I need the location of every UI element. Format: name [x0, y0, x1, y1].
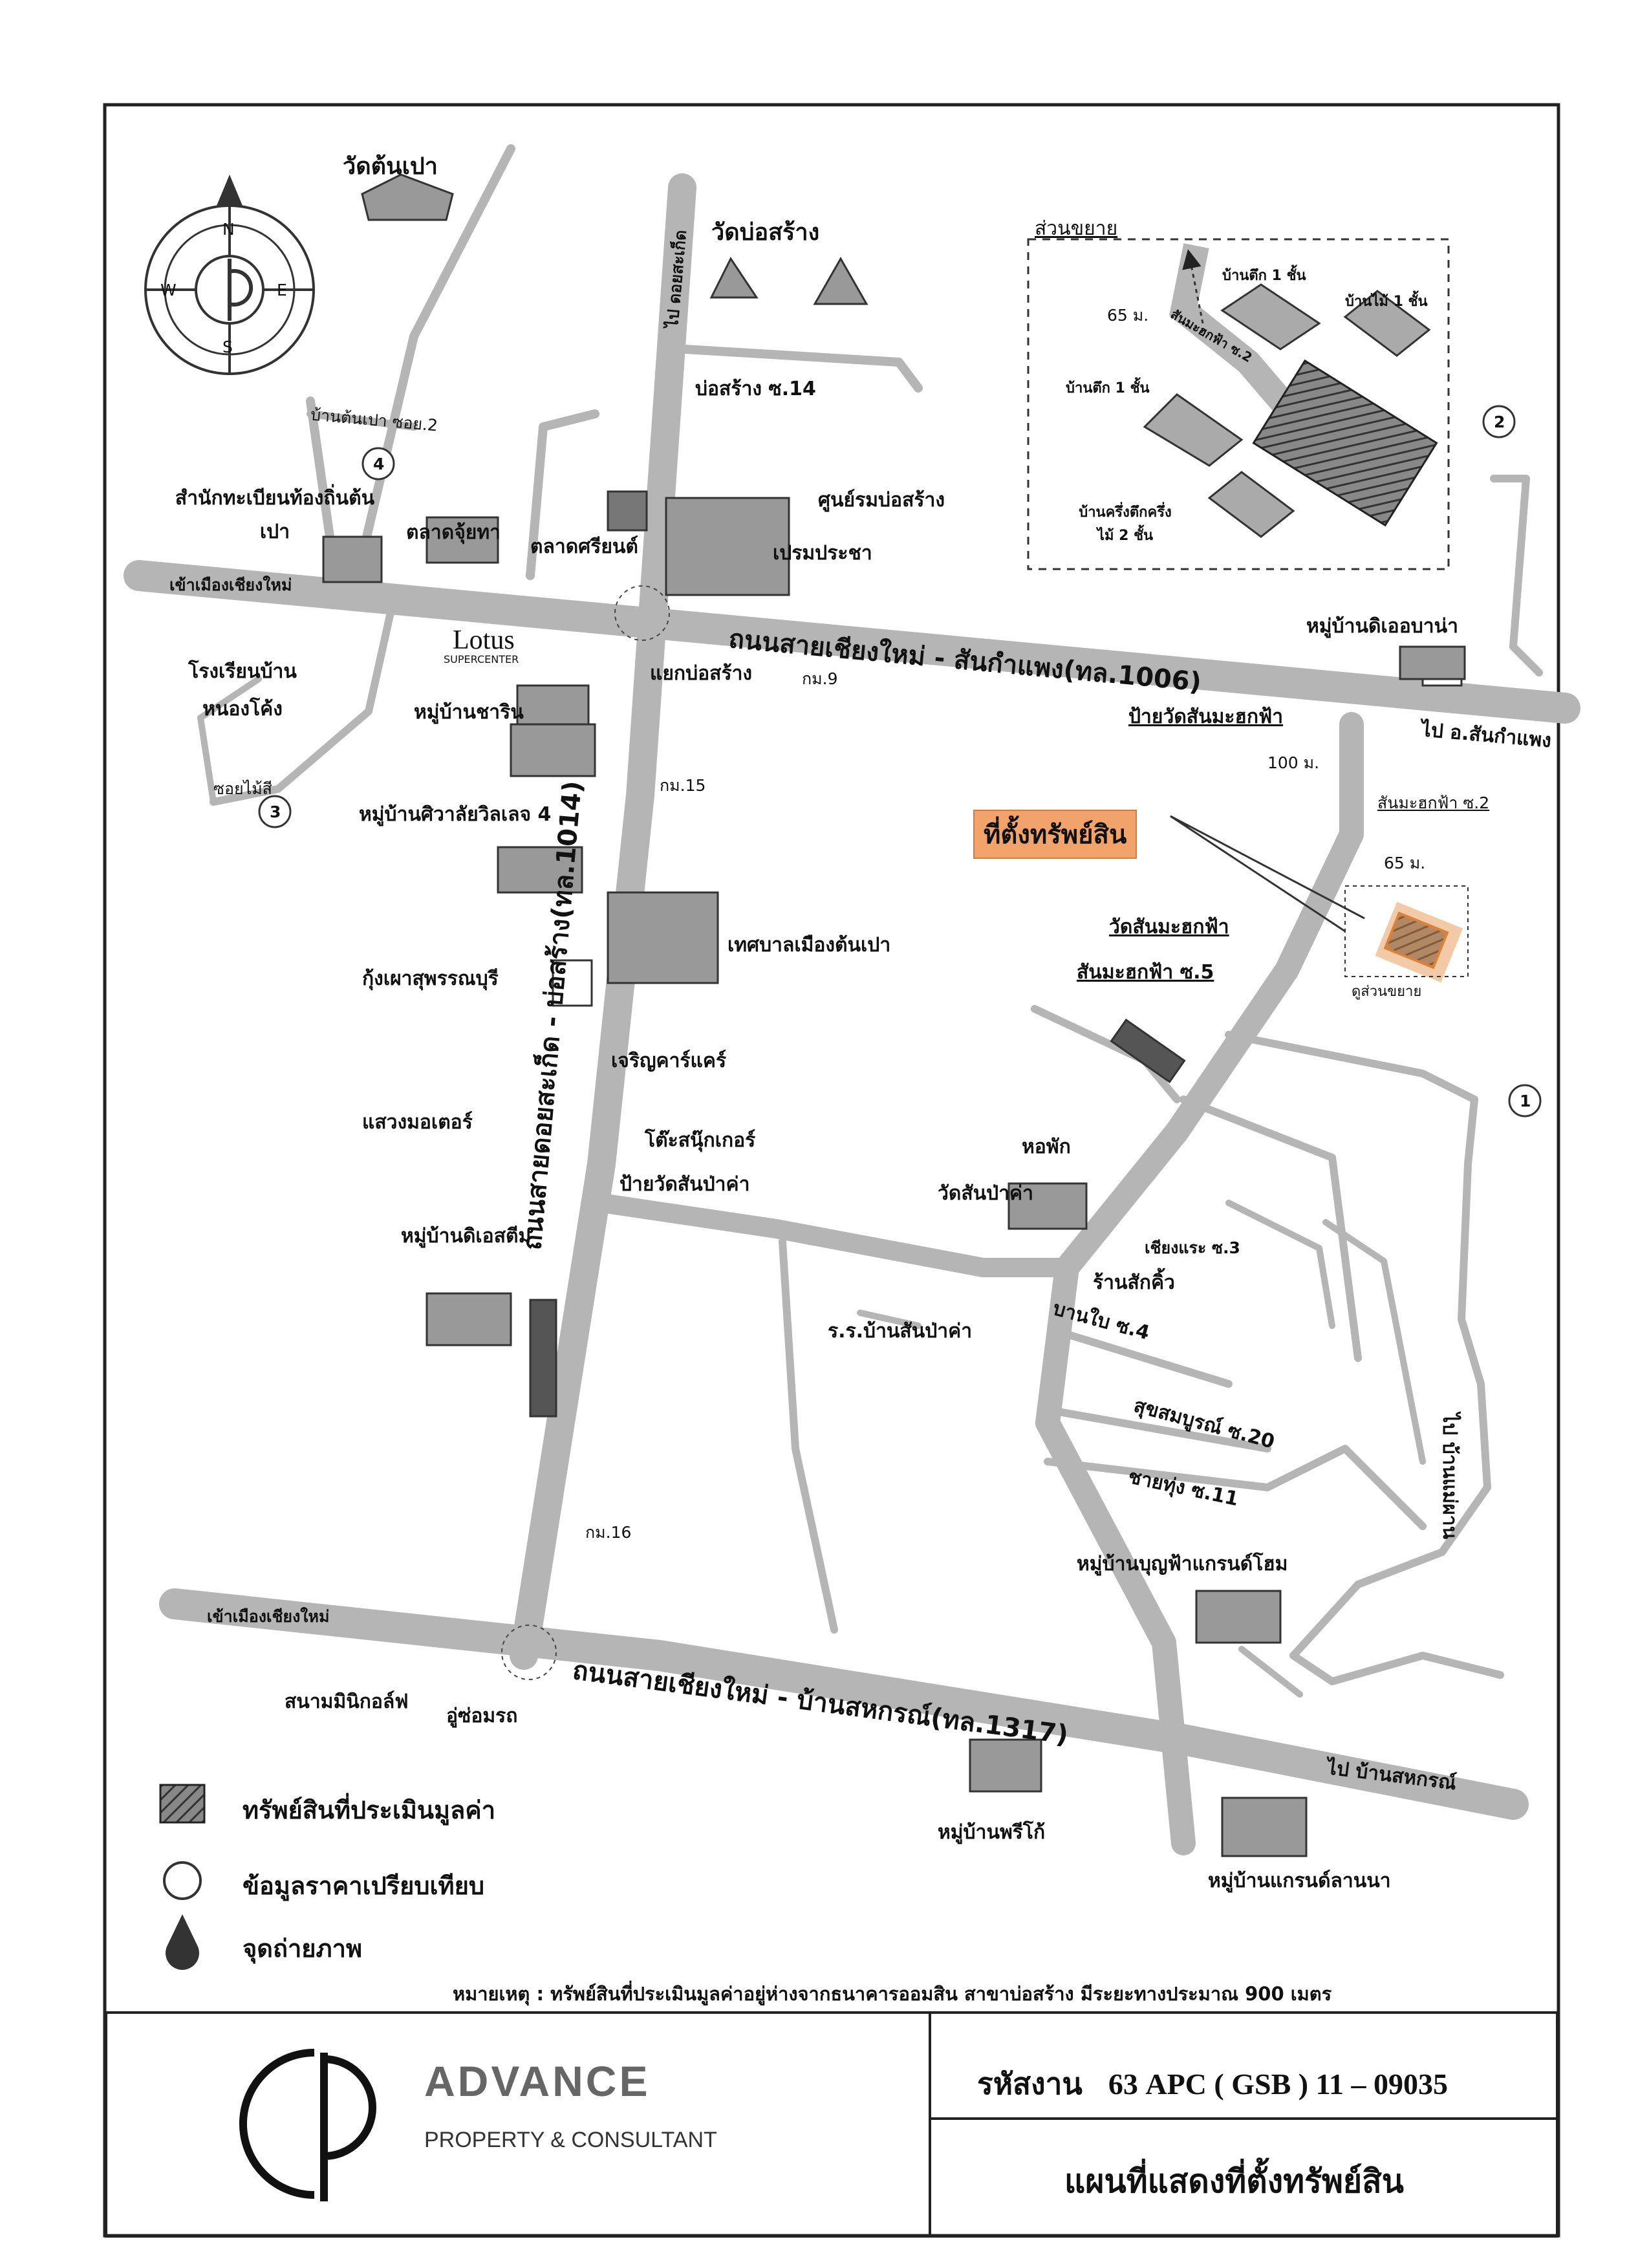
- label-inset-title: ส่วนขยาย: [1035, 217, 1118, 240]
- label-house-brick-1: บ้านตึก 1 ชั้น: [1222, 268, 1306, 284]
- road-san-pa-kha: [592, 1193, 1077, 1277]
- label-charoen-car: เจริญคาร์แคร์: [611, 1050, 727, 1072]
- compass-icon: [144, 175, 315, 375]
- label-km15: กม.15: [660, 776, 706, 795]
- brand-subtitle: PROPERTY & CONSULTANT: [424, 2128, 717, 2152]
- label-wat-ton-pao: วัดต้นเปา: [343, 153, 438, 180]
- road-1006: [124, 560, 1580, 724]
- legend-property-icon: [159, 1784, 206, 1824]
- title-block: ADVANCE PROPERTY & CONSULTANT รหัสงาน 63 …: [105, 2011, 1558, 2238]
- label-wat-san-mahakfa: วัดสันมะฮกฟ้า: [1109, 916, 1229, 938]
- label-school-nong-kong: โรงเรียนบ้านหนองโค้ง: [188, 660, 297, 720]
- label-km16: กม.16: [585, 1523, 632, 1542]
- intersection-1317: [501, 1625, 557, 1680]
- marker-4-label: 4: [373, 455, 385, 473]
- label-ban-grand-lanna: หมู่บ้านแกรนด์ลานนา: [1208, 1870, 1391, 1892]
- inset-site-parcel: [1252, 359, 1438, 527]
- label-wat-san-pa-kha: วัดสันป่าค่า: [938, 1182, 1033, 1205]
- label-dist-65: 65 ม.: [1384, 854, 1426, 872]
- footnote: หมายเหตุ : ทรัพย์สินที่ประเมินมูลค่าอยู่…: [453, 1983, 1332, 2005]
- marker-3-label: 3: [270, 803, 281, 821]
- label-dist-100: 100 ม.: [1267, 753, 1320, 772]
- marker-2-label: 2: [1494, 413, 1505, 431]
- label-lotus: Lotus: [453, 625, 515, 655]
- label-sawang-motor: แสวงมอเตอร์: [362, 1111, 473, 1134]
- legend-comparable-label: ข้อมูลราคาเปรียบเทียบ: [242, 1872, 484, 1900]
- label-ban-charin: หมู่บ้านชาริน: [414, 701, 524, 724]
- road-1317: [159, 1588, 1529, 1820]
- label-house-wood-1: บ้านไม้ 1 ชั้น: [1345, 294, 1428, 310]
- title-block-divider-h: [931, 2117, 1556, 2120]
- label-bus-stop-mahakfa: ป้ายวัดสันมะฮกฟ้า: [1128, 706, 1284, 728]
- label-lotus-sub: SUPERCENTER: [444, 653, 519, 665]
- label-ban-dc-steam: หมู่บ้านดิเอสตีม: [401, 1225, 532, 1247]
- legend-photo-point-icon: [166, 1914, 199, 1970]
- label-bus-stop-san-pa-kha: ป้ายวัดสันป่าค่า: [620, 1173, 750, 1196]
- site-location-tag: ที่ตั้งทรัพย์สิน: [973, 810, 1137, 859]
- label-san-mahakfa-soi2: สันมะฮกฟ้า ซ.2: [1377, 794, 1490, 812]
- legend-comparable-icon: [163, 1861, 202, 1900]
- label-ban-pree-ko: หมู่บ้านพรีโก้: [938, 1821, 1046, 1844]
- label-kung-pao: กุ้งเผาสุพรรณบุรี: [362, 967, 499, 990]
- label-talat-jukhta: ตลาดจุ้ยทา: [406, 521, 501, 544]
- label-house-brick-1b: บ้านตึก 1 ชั้น: [1066, 380, 1150, 396]
- compass-n: N: [222, 220, 235, 239]
- marker-1-label: 1: [1520, 1092, 1531, 1110]
- label-san-mahakfa-soi5: สันมะฮกฟ้า ซ.5: [1077, 961, 1214, 984]
- label-ban-siwalai: หมู่บ้านศิวาลัยวิลเลจ 4: [359, 803, 552, 826]
- label-soi-mai-si: ซอยไม้สี: [213, 779, 272, 798]
- label-chiang-rae: เชียงแระ ซ.3: [1145, 1238, 1240, 1257]
- label-bo-sang-soi14: บ่อสร้าง ซ.14: [695, 378, 816, 400]
- label-ban-dee-lanna: หมู่บ้านดิเออบาน่า: [1306, 615, 1458, 638]
- label-snooker: โต๊ะสนุ๊กเกอร์: [645, 1129, 756, 1152]
- site-parcel: [1383, 911, 1449, 969]
- label-garage: อู่ซ่อมรถ: [446, 1705, 518, 1727]
- compass-w: W: [160, 281, 177, 299]
- label-inset-65: 65 ม.: [1107, 306, 1149, 325]
- label-mini-golf: สนามมินิกอล์ฟ: [285, 1690, 409, 1713]
- label-hor-pak: หอพัก: [1022, 1136, 1071, 1158]
- label-inset-small: ดูส่วนขยาย: [1352, 984, 1422, 1000]
- label-tessaban: เทศบาลเมืองต้นเปา: [727, 934, 891, 956]
- site-highlight: [1375, 902, 1463, 983]
- comparable-markers: [258, 405, 1542, 1118]
- label-talat-sriyon: ตลาดศรียนต์: [530, 535, 638, 558]
- job-code: รหัสงาน 63 APC ( GSB ) 11 – 09035: [977, 2060, 1448, 2108]
- label-registration-office: สำนักทะเบียนท้องถิ่นต้นเปา: [175, 487, 375, 543]
- label-to-chiang-mai-top: เข้าเมืองเชียงใหม่: [169, 576, 292, 594]
- inset-frame: [1027, 238, 1450, 570]
- legend-property-label: ทรัพย์สินที่ประเมินมูลค่า: [242, 1796, 496, 1824]
- company-logo-icon: [239, 2049, 376, 2201]
- job-code-label: รหัสงาน: [977, 2066, 1083, 2101]
- job-code-value: 63 APC ( GSB ) 11 – 09035: [1108, 2068, 1449, 2101]
- brand-name: ADVANCE: [424, 2057, 651, 2105]
- label-prem-pracha: เปรมประชา: [773, 542, 872, 565]
- label-bo-sang-center: ศูนย์รมบ่อสร้าง: [818, 489, 945, 512]
- label-ran-sak-khiu: ร้านสักคิ้ว: [1093, 1271, 1175, 1294]
- label-yaek-bo-sang: แยกบ่อสร้าง: [650, 662, 753, 685]
- title-block-divider: [929, 2014, 931, 2235]
- compass-e: E: [277, 281, 287, 299]
- map-title: แผนที่แสดงที่ตั้งทรัพย์สิน: [1064, 2163, 1404, 2200]
- legend-photo-point-label: จุดถ่ายภาพ: [242, 1934, 362, 1963]
- label-house-half: บ้านครึ่งตึกครึ่งไม้ 2 ชั้น: [1079, 504, 1172, 544]
- label-ban-boonfa: หมู่บ้านบุญฟ้าแกรนด์โฮม: [1077, 1553, 1288, 1575]
- road-san-mahakfa: [1035, 712, 1364, 1855]
- compass-s: S: [222, 338, 233, 356]
- intersection-bo-sang: [614, 585, 670, 641]
- landmark-icons: [322, 173, 1466, 1857]
- inset-houses: [1143, 283, 1431, 538]
- label-km9: กม.9: [802, 669, 838, 688]
- label-school-san-pa-kha: ร.ร.บ้านสันป่าค่า: [828, 1320, 973, 1343]
- label-to-ban-wan: ไป บ้านแม่ผาน: [1438, 1413, 1461, 1540]
- label-to-chiang-mai-bottom: เข้าเมืองเชียงใหม่: [207, 1607, 330, 1626]
- label-wat-bo-sang: วัดบ่อสร้าง: [711, 219, 820, 246]
